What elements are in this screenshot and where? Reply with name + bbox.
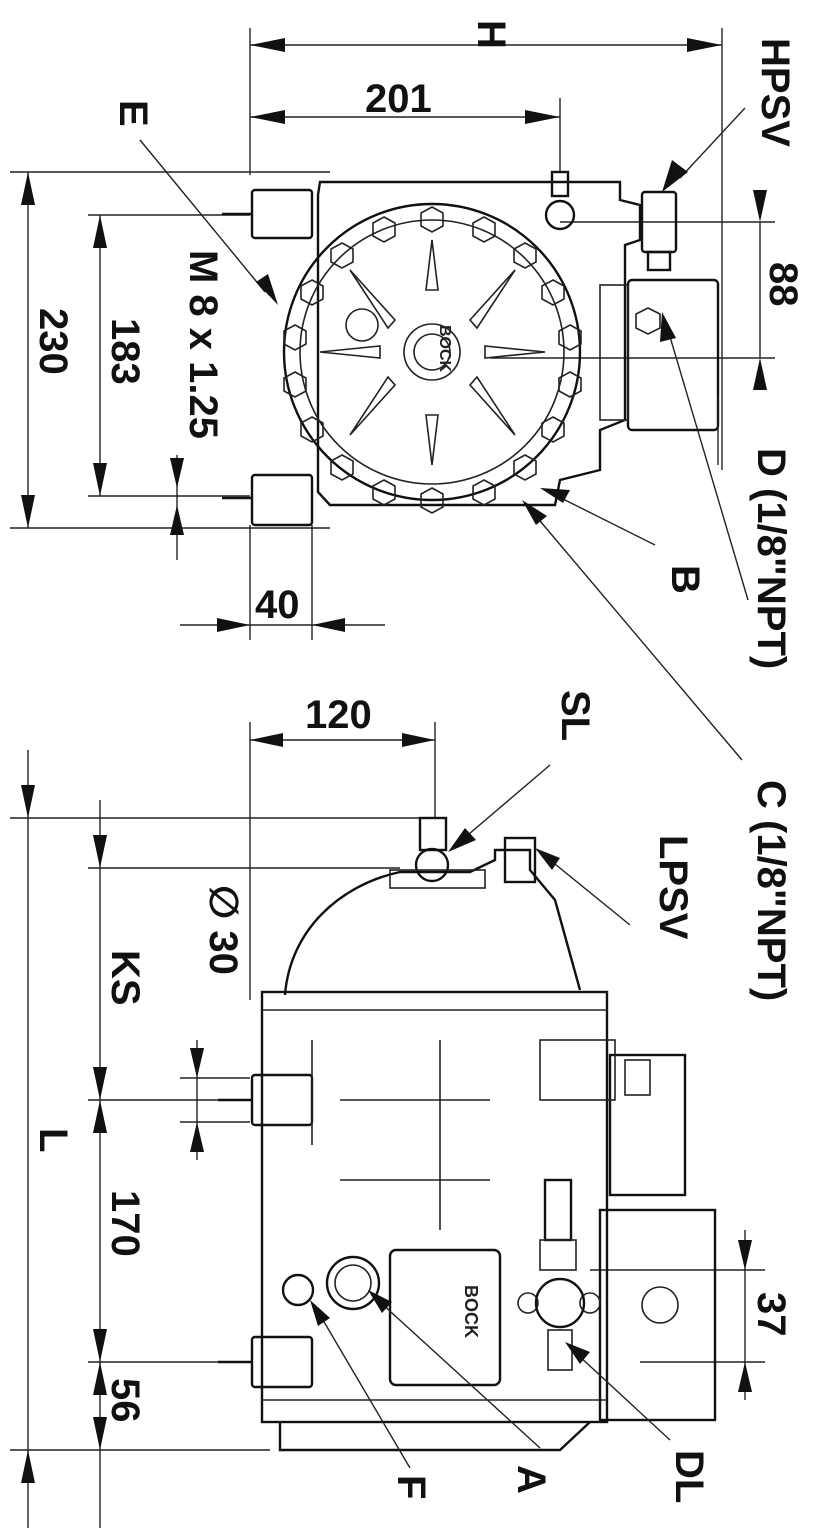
label-LPSV: LPSV	[651, 835, 695, 940]
label-F: F	[389, 1475, 433, 1499]
label-B: B	[663, 565, 707, 594]
dim-170: 170	[103, 1190, 147, 1257]
side-view: 120 C (1/8"NPT) SL LPSV L KS 170	[10, 690, 793, 1528]
label-D: D (1/8"NPT)	[749, 448, 793, 669]
dim-88: 88	[761, 262, 805, 307]
dim-L: L	[31, 1128, 75, 1152]
dim-183: 183	[103, 318, 147, 385]
dim-H: H	[469, 20, 513, 49]
dim-thread: M 8 x 1.25	[181, 250, 225, 439]
nameplate-brand: BOCK	[461, 1285, 481, 1338]
dim-37: 37	[749, 1292, 793, 1337]
label-C: C (1/8"NPT)	[749, 780, 793, 1001]
flange-bolts	[283, 206, 582, 514]
flange-ribs	[319, 239, 546, 466]
dim-KS: KS	[103, 950, 147, 1006]
label-DL: DL	[667, 1450, 711, 1503]
dim-dia30: ∅ 30	[201, 885, 245, 975]
dim-120: 120	[305, 693, 372, 737]
label-HPSV: HPSV	[753, 38, 797, 147]
dim-230: 230	[31, 308, 75, 375]
dim-201: 201	[365, 77, 432, 121]
label-SL: SL	[553, 690, 597, 741]
cover-marking: BOCK	[436, 325, 453, 373]
dim-56: 56	[103, 1378, 147, 1423]
label-E: E	[111, 100, 155, 127]
dim-40: 40	[255, 583, 300, 627]
label-A: A	[509, 1465, 553, 1494]
end-view: H 201 HPSV 88 230 183 M 8 x 1.25	[10, 20, 805, 761]
